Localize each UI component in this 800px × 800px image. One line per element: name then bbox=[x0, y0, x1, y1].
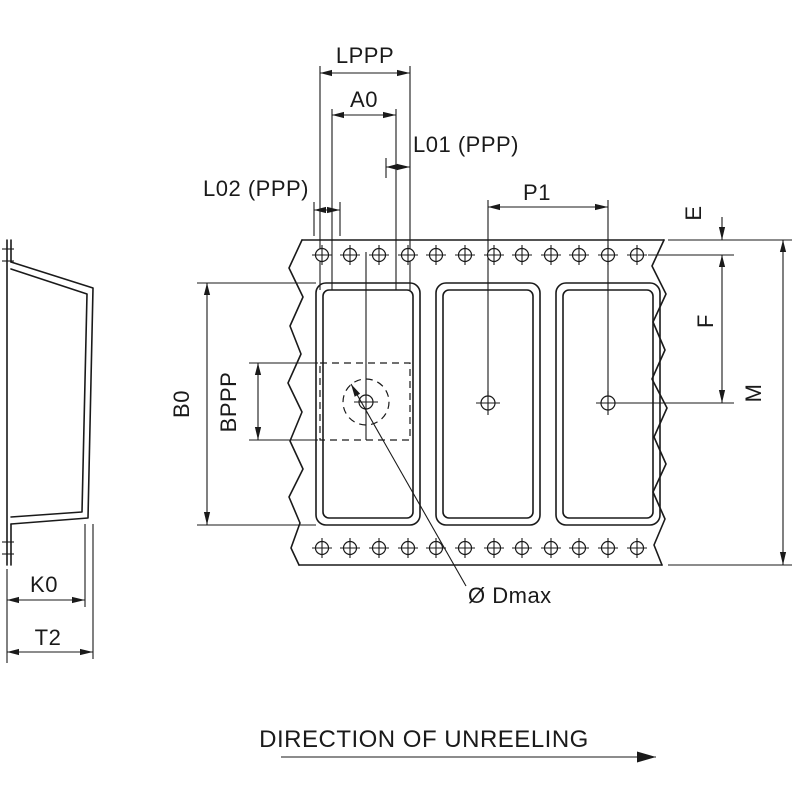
label-m: M bbox=[741, 384, 766, 403]
sprocket-section-ticks bbox=[2, 248, 14, 555]
dimension-lines bbox=[203, 69, 787, 565]
side-view: K0 T2 bbox=[2, 239, 94, 663]
direction-of-unreeling-label: DIRECTION OF UNREELING bbox=[259, 726, 589, 753]
dimension-labels: LPPP A0 L01 (PPP) L02 (PPP) P1 E F M B0 … bbox=[169, 43, 766, 608]
sprocket-holes-top bbox=[311, 244, 648, 266]
label-f: F bbox=[693, 314, 718, 328]
side-view-dimensions bbox=[6, 524, 94, 663]
torn-edge-right bbox=[651, 239, 668, 566]
pocket-1 bbox=[315, 282, 421, 526]
pocket-profile-outer bbox=[10, 261, 94, 525]
label-k0: K0 bbox=[30, 572, 58, 597]
label-l02: L02 (PPP) bbox=[203, 176, 309, 201]
torn-edge-left bbox=[287, 239, 304, 566]
label-a0: A0 bbox=[350, 87, 378, 112]
dmax-circle bbox=[342, 378, 390, 426]
tape-top-view bbox=[197, 66, 792, 587]
label-lppp: LPPP bbox=[336, 43, 394, 68]
label-l01: L01 (PPP) bbox=[413, 132, 519, 157]
label-b0: B0 bbox=[169, 390, 194, 418]
dmax-leader-arrow bbox=[350, 383, 467, 587]
unreeling-caption: DIRECTION OF UNREELING bbox=[259, 726, 656, 763]
label-dmax: Ø Dmax bbox=[468, 583, 552, 608]
component-holes bbox=[353, 389, 621, 416]
label-p1: P1 bbox=[523, 180, 551, 205]
pocket-profile-inner bbox=[10, 268, 88, 518]
sprocket-holes-bottom bbox=[311, 537, 648, 559]
ppp-pocket-dashed bbox=[319, 362, 411, 441]
label-t2: T2 bbox=[35, 625, 62, 650]
label-e: E bbox=[681, 205, 706, 220]
label-bppp: BPPP bbox=[216, 372, 241, 433]
